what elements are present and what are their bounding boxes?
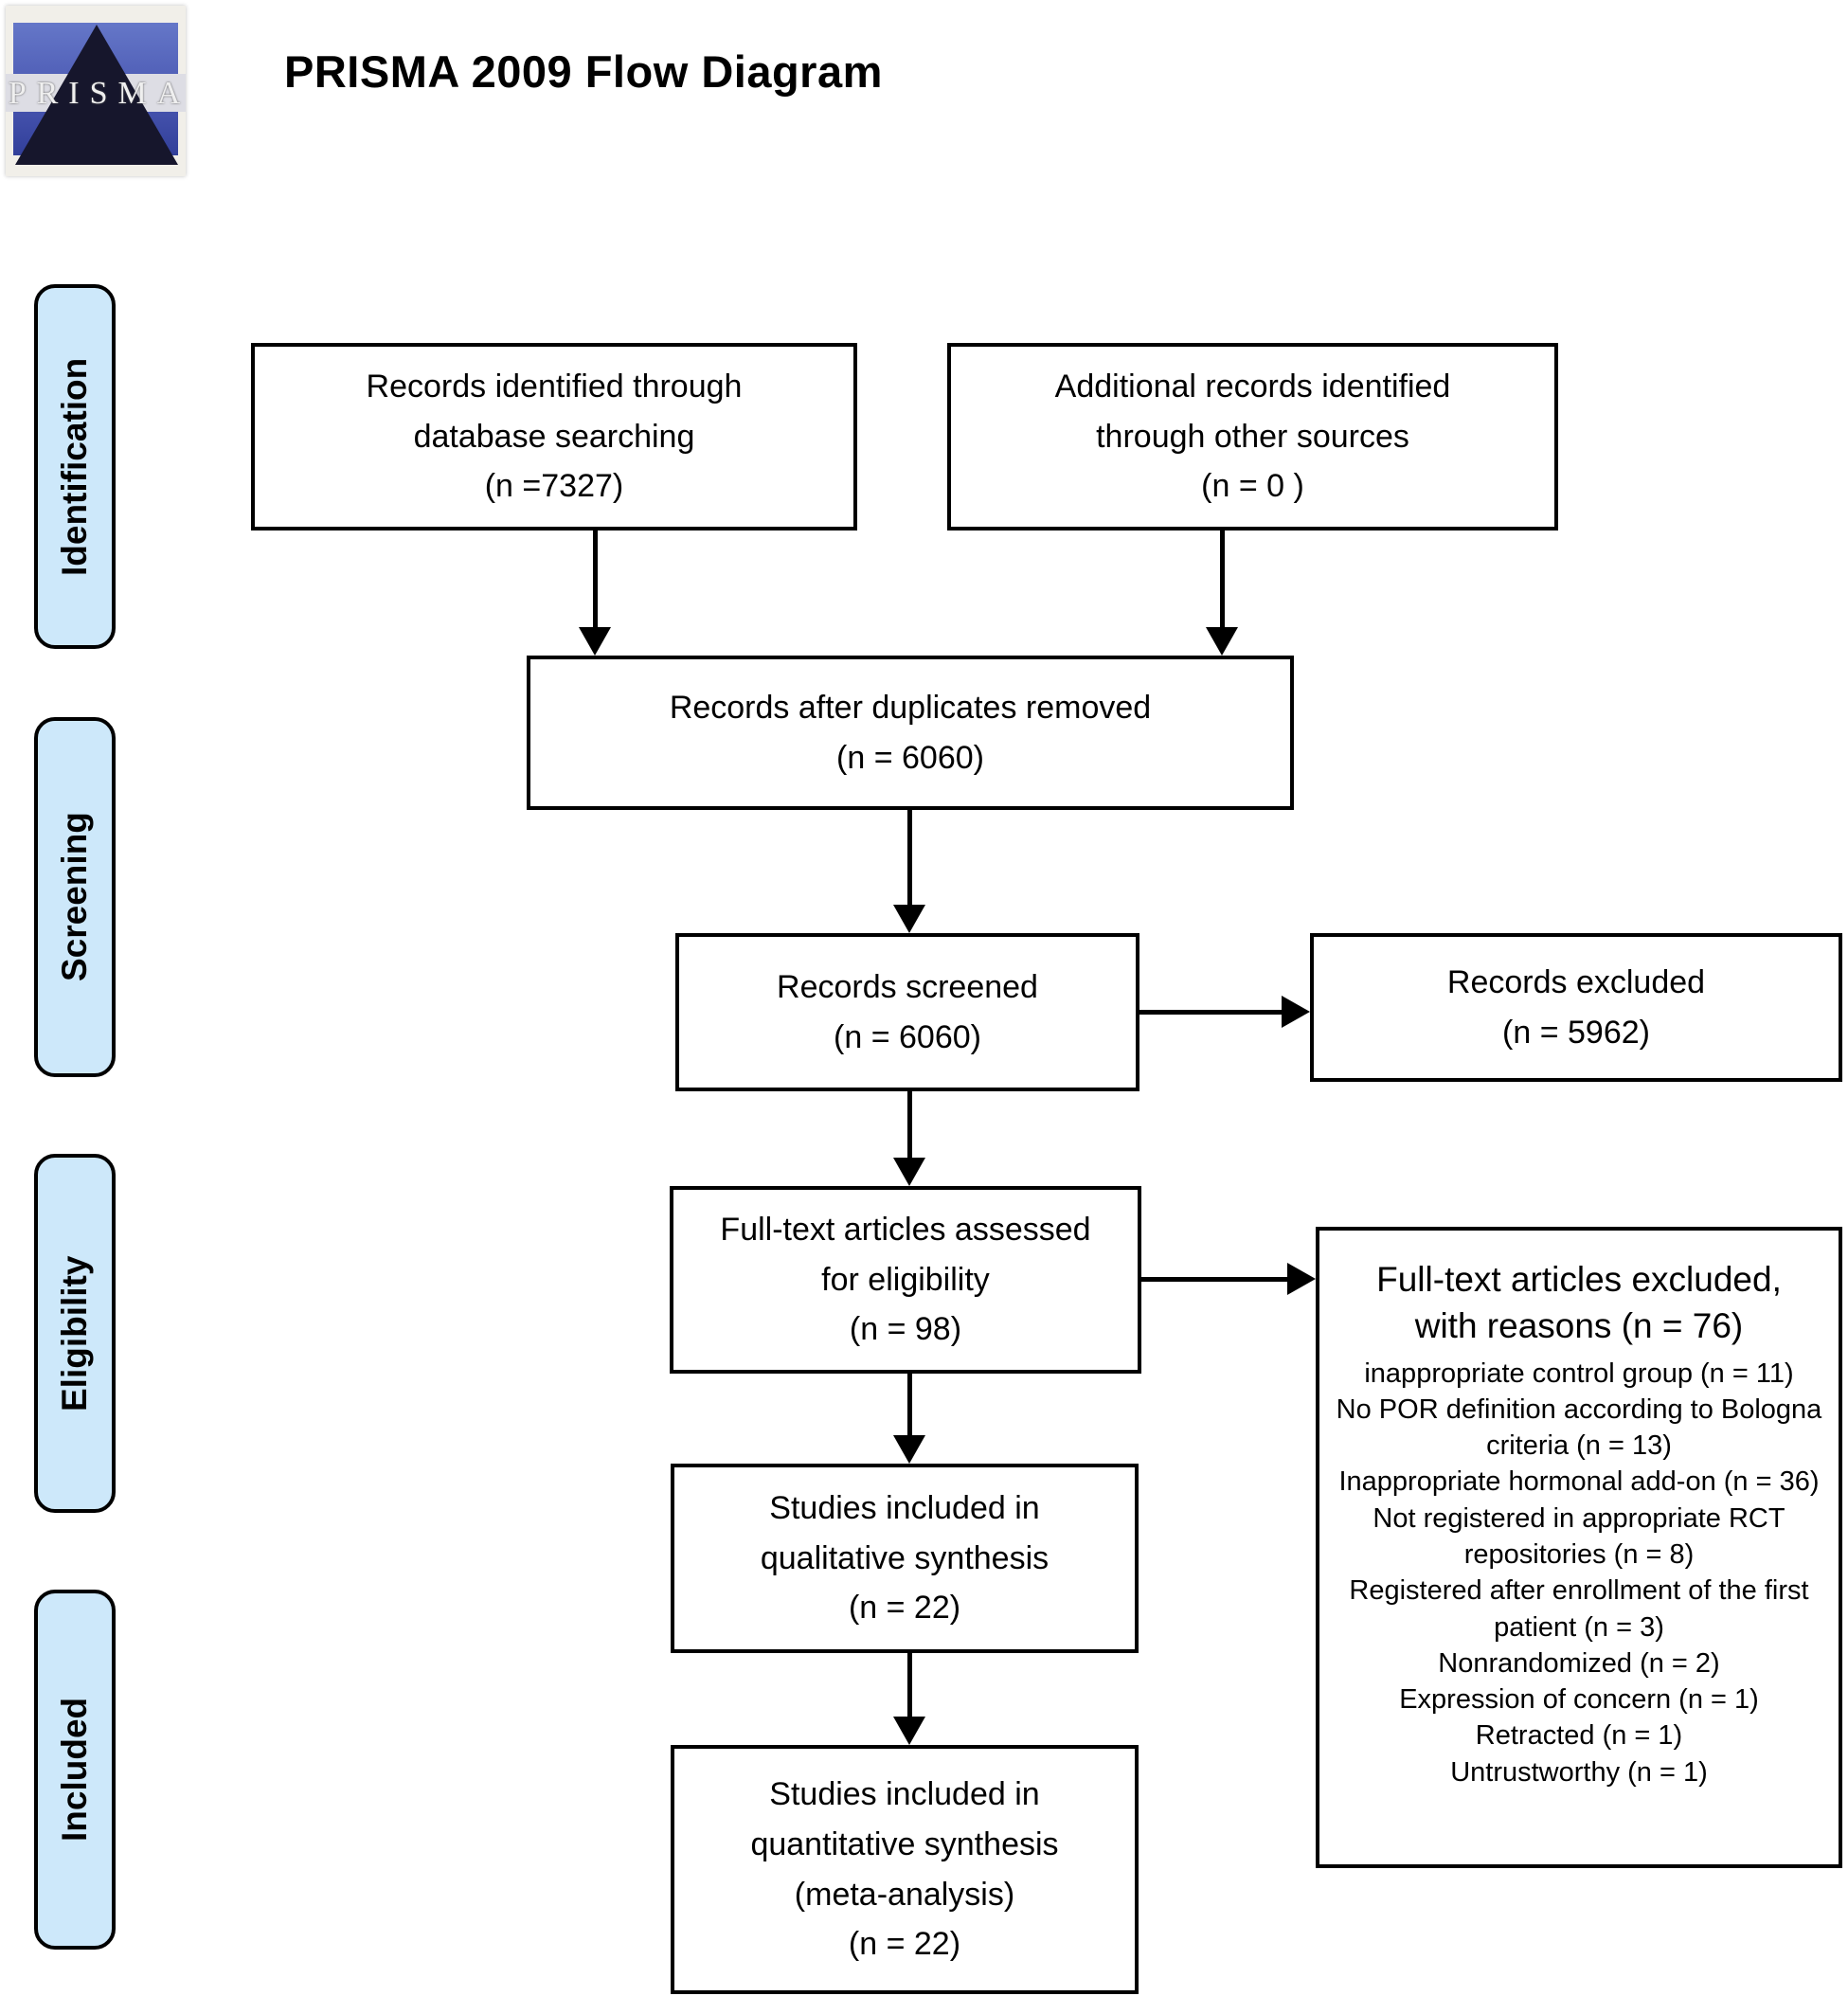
text-line: (n = 6060) — [836, 739, 984, 776]
box-text: Records excluded (n = 5962) — [1447, 958, 1705, 1057]
text-line: Untrustworthy (n = 1) — [1450, 1756, 1708, 1788]
arrow-right-icon — [1282, 996, 1310, 1028]
text-line: Expression of concern (n = 1) — [1399, 1684, 1759, 1716]
text-line: Records excluded — [1446, 963, 1706, 1000]
box-records-identified: Records identified through database searc… — [251, 343, 857, 530]
box-qualitative-synthesis: Studies included in qualitative synthesis… — [671, 1464, 1139, 1653]
text-line: (n = 22) — [848, 1926, 961, 1963]
box-text: Studies included in quantitative synthesi… — [750, 1770, 1058, 1969]
text-line: Nonrandomized (n = 2) — [1438, 1647, 1720, 1679]
connector-line — [907, 810, 912, 907]
box-records-after-duplicates: Records after duplicates removed (n = 606… — [527, 656, 1294, 810]
text-line: for eligibility — [821, 1261, 990, 1298]
text-line: (n =7327) — [484, 468, 624, 505]
box-records-excluded: Records excluded (n = 5962) — [1310, 933, 1842, 1082]
text-line: Not registered in appropriate RCT reposi… — [1373, 1502, 1785, 1570]
text-line: Records after duplicates removed — [669, 689, 1152, 726]
stage-label-included: Included — [34, 1590, 116, 1950]
text-line: Retracted (n = 1) — [1475, 1720, 1683, 1752]
box-fulltext-assessed: Full-text articles assessed for eligibili… — [670, 1186, 1141, 1374]
connector-line — [907, 1091, 912, 1160]
box-text: Full-text articles assessed for eligibili… — [720, 1205, 1090, 1355]
connector-line — [907, 1653, 912, 1718]
arrow-down-icon — [893, 1717, 925, 1745]
text-line: Full-text articles assessed — [720, 1211, 1091, 1248]
stage-label-identification: Identification — [34, 284, 116, 649]
text-line: qualitative synthesis — [760, 1539, 1050, 1576]
text-line: (n = 0 ) — [1201, 468, 1304, 505]
text-line: quantitative synthesis — [750, 1825, 1059, 1862]
arrow-right-icon — [1287, 1263, 1316, 1295]
prisma-logo: PRISMA — [6, 6, 186, 176]
text-line: inappropriate control group (n = 11) — [1364, 1358, 1794, 1389]
box-additional-records: Additional records identified through oth… — [947, 343, 1558, 530]
box-text: Records screened (n = 6060) — [777, 962, 1038, 1062]
box-text: Additional records identified through oth… — [1055, 362, 1451, 512]
connector-line — [907, 1374, 912, 1437]
text-line: Records identified through — [366, 368, 743, 405]
text-line: Studies included in — [769, 1776, 1040, 1813]
stage-label-screening: Screening — [34, 717, 116, 1077]
text-line: (n = 6060) — [834, 1018, 981, 1055]
box-records-screened: Records screened (n = 6060) — [675, 933, 1139, 1091]
text-line: Registered after enrollment of the first… — [1349, 1575, 1809, 1643]
arrow-down-icon — [893, 1435, 925, 1464]
box-text: Records after duplicates removed (n = 606… — [670, 683, 1151, 782]
box-fulltext-excluded: Full-text articles excluded, with reasons… — [1316, 1227, 1842, 1868]
text-line: No POR definition according to Bologna c… — [1336, 1394, 1822, 1462]
connector-line — [1139, 1010, 1283, 1015]
exclusion-reasons-list: inappropriate control group (n = 11) No P… — [1327, 1356, 1831, 1790]
text-line: (n = 22) — [848, 1590, 961, 1627]
arrow-down-icon — [1206, 627, 1238, 656]
text-line: (n = 5962) — [1502, 1014, 1650, 1051]
arrow-down-icon — [579, 627, 611, 656]
connector-line — [1141, 1277, 1289, 1282]
text-line: through other sources — [1096, 418, 1409, 455]
text-line: (meta-analysis) — [794, 1876, 1015, 1913]
exclusion-heading: Full-text articles excluded, with reasons… — [1327, 1257, 1831, 1350]
box-quantitative-synthesis: Studies included in quantitative synthesi… — [671, 1745, 1139, 1994]
text-line: database searching — [413, 418, 695, 455]
text-line: Full-text articles excluded, — [1376, 1260, 1782, 1299]
text-line: (n = 98) — [849, 1311, 962, 1348]
text-line: Records screened — [777, 968, 1038, 1005]
text-line: Studies included in — [769, 1489, 1040, 1526]
connector-line — [593, 530, 598, 629]
text-line: Inappropriate hormonal add-on (n = 36) — [1338, 1466, 1820, 1498]
page-title: PRISMA 2009 Flow Diagram — [284, 46, 883, 97]
text-line: Additional records identified — [1054, 368, 1451, 405]
text-line: with reasons (n = 76) — [1414, 1305, 1744, 1345]
arrow-down-icon — [893, 1158, 925, 1186]
box-text: Records identified through database searc… — [367, 362, 743, 512]
connector-line — [1220, 530, 1225, 629]
arrow-down-icon — [893, 905, 925, 933]
logo-wordmark: PRISMA — [8, 76, 191, 111]
box-text: Studies included in qualitative synthesis… — [761, 1484, 1049, 1633]
stage-label-eligibility: Eligibility — [34, 1154, 116, 1513]
